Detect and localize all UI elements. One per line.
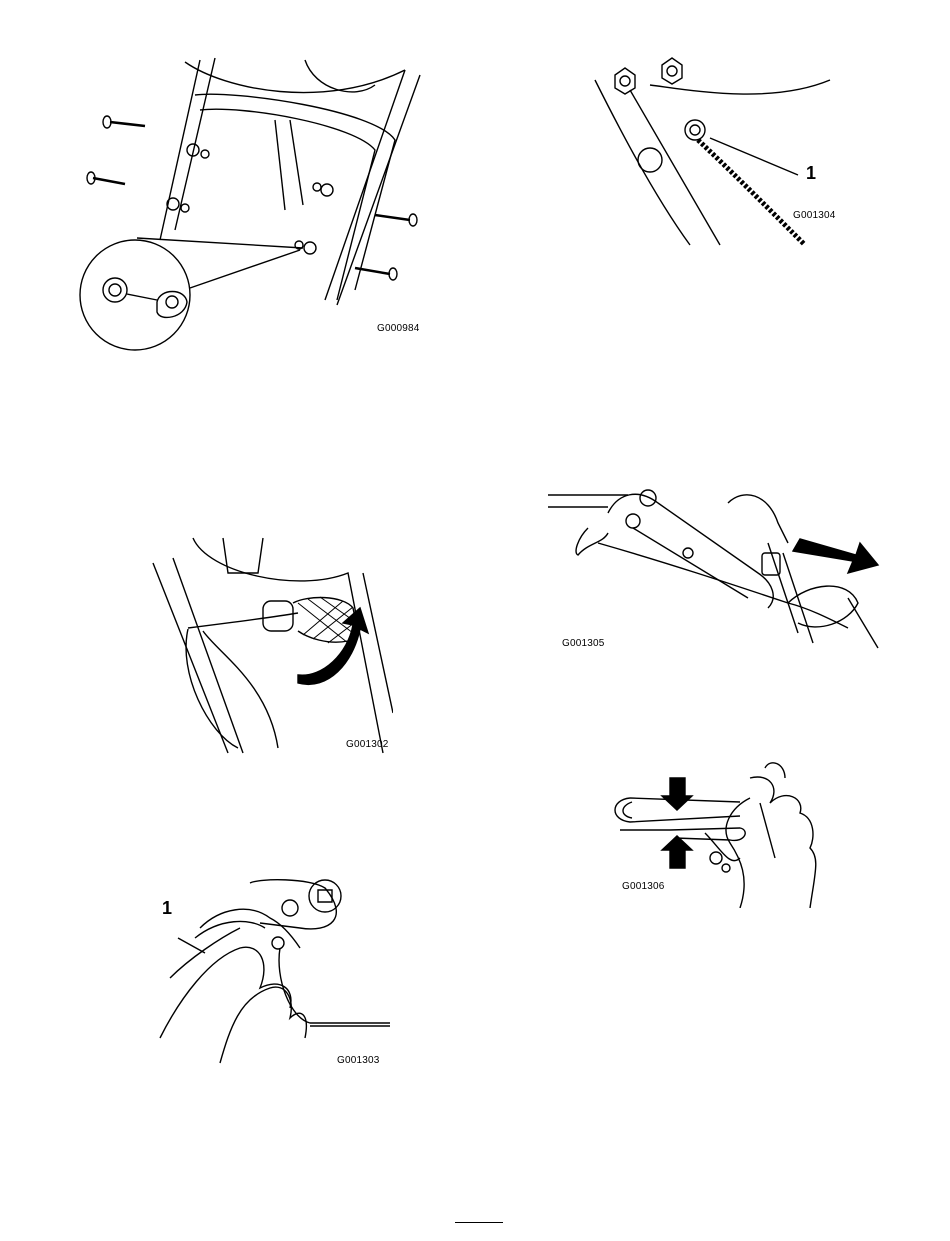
figure-id-label: G001304 (793, 210, 836, 221)
handle-bolts-illustration (75, 50, 450, 360)
figure-cable-grip: G001302 (148, 533, 393, 755)
figure-id-label: G001306 (622, 881, 665, 892)
callout-number: 1 (806, 163, 816, 184)
cable-grip-illustration (148, 533, 393, 755)
figure-id-label: G001302 (346, 739, 389, 750)
figure-id-label: G001305 (562, 638, 605, 649)
figure-hook-cable: 1 G001303 (150, 878, 395, 1068)
page-footer-rule (455, 1222, 503, 1223)
figure-handle-bolts: G000984 (75, 50, 450, 360)
figure-squeeze-bail: G001306 (610, 758, 840, 908)
figure-id-label: G001303 (337, 1055, 380, 1066)
figure-id-label: G000984 (377, 323, 420, 334)
callout-number: 1 (162, 898, 172, 919)
figure-lever-pull: G001305 (548, 483, 883, 653)
figure-cable-nut: 1 G001304 (590, 50, 840, 250)
lever-pull-illustration (548, 483, 883, 653)
hook-cable-illustration (150, 878, 395, 1068)
